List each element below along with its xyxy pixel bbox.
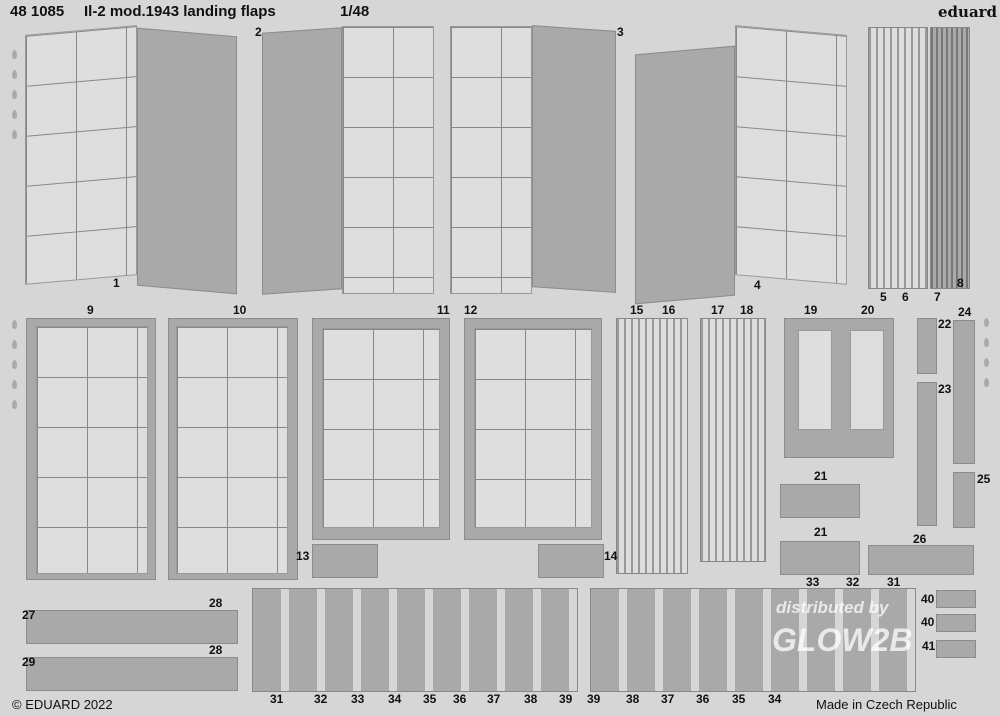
- part-number: 11: [437, 303, 450, 317]
- part-number: 33: [351, 692, 365, 706]
- part-29-28: [26, 657, 238, 691]
- product-code: 48 1085: [10, 3, 65, 20]
- part-number: 34: [768, 692, 782, 706]
- part-number: 25: [977, 472, 991, 486]
- part-number: 14: [604, 549, 618, 563]
- part-number: 40: [921, 592, 935, 606]
- part-number: 2: [255, 25, 262, 39]
- part-40b: [936, 614, 976, 632]
- part-20-panel: [850, 330, 884, 430]
- part-number: 24: [958, 305, 972, 319]
- part-number: 28: [209, 643, 223, 657]
- part-27-28: [26, 610, 238, 644]
- part-21a: [780, 484, 860, 518]
- part-number: 5: [880, 290, 887, 304]
- part-14: [538, 544, 604, 578]
- part-number: 17: [711, 303, 725, 317]
- part-number: 12: [464, 303, 478, 317]
- part-number: 22: [938, 317, 952, 331]
- product-title: Il-2 mod.1943 landing flaps: [84, 3, 276, 20]
- brand-logo: eduard: [938, 3, 998, 21]
- part-number: 21: [814, 469, 828, 483]
- part-number: 27: [22, 608, 36, 622]
- part-number: 4: [754, 278, 761, 292]
- part-number: 31: [270, 692, 284, 706]
- part-number: 39: [587, 692, 601, 706]
- part-number: 23: [938, 382, 952, 396]
- parts-31-39-left: [252, 588, 578, 692]
- part-41: [936, 640, 976, 658]
- copyright: © EDUARD 2022: [12, 697, 113, 712]
- strips-17-18: [700, 318, 766, 562]
- part-number: 18: [740, 303, 754, 317]
- part-number: 38: [524, 692, 538, 706]
- part-19-panel: [798, 330, 832, 430]
- part-number: 32: [846, 575, 860, 589]
- part-number: 26: [913, 532, 927, 546]
- part-13: [312, 544, 378, 578]
- part-number: 13: [296, 549, 310, 563]
- strips-15-16: [616, 318, 688, 574]
- part-number: 40: [921, 615, 935, 629]
- part-number: 39: [559, 692, 573, 706]
- part-number: 33: [806, 575, 820, 589]
- part-number: 1: [113, 276, 120, 290]
- flap-10-panel: [176, 326, 288, 574]
- origin-label: Made in Czech Republic: [816, 697, 957, 712]
- part-24: [953, 320, 975, 464]
- part-number: 29: [22, 655, 36, 669]
- part-22: [917, 318, 937, 374]
- part-number: 15: [630, 303, 644, 317]
- part-number: 16: [662, 303, 676, 317]
- scale: 1/48: [340, 3, 370, 20]
- part-number: 34: [388, 692, 402, 706]
- flap-11-panel: [322, 328, 440, 528]
- part-number: 19: [804, 303, 818, 317]
- parts-39-31-right: [590, 588, 916, 692]
- part-40a: [936, 590, 976, 608]
- watermark-line1: distributed by: [776, 598, 889, 617]
- part-number: 6: [902, 290, 909, 304]
- part-number: 36: [453, 692, 467, 706]
- part-number: 31: [887, 575, 901, 589]
- part-number: 10: [233, 303, 247, 317]
- part-number: 28: [209, 596, 223, 610]
- part-number: 8: [957, 276, 964, 290]
- part-number: 35: [423, 692, 437, 706]
- part-number: 37: [487, 692, 501, 706]
- part-number: 21: [814, 525, 828, 539]
- flap-9-panel: [36, 326, 148, 574]
- part-26: [868, 545, 974, 575]
- part-number: 38: [626, 692, 640, 706]
- watermark-logo: GLOW2B: [772, 622, 913, 658]
- part-number: 9: [87, 303, 94, 317]
- part-number: 41: [922, 639, 936, 653]
- part-number: 35: [732, 692, 746, 706]
- part-number: 37: [661, 692, 675, 706]
- part-number: 36: [696, 692, 710, 706]
- part-25: [953, 472, 975, 528]
- flap-12-panel: [474, 328, 592, 528]
- part-23: [917, 382, 937, 526]
- part-number: 32: [314, 692, 328, 706]
- part-number: 3: [617, 25, 624, 39]
- part-number: 20: [861, 303, 875, 317]
- part-number: 7: [934, 290, 941, 304]
- part-21b: [780, 541, 860, 575]
